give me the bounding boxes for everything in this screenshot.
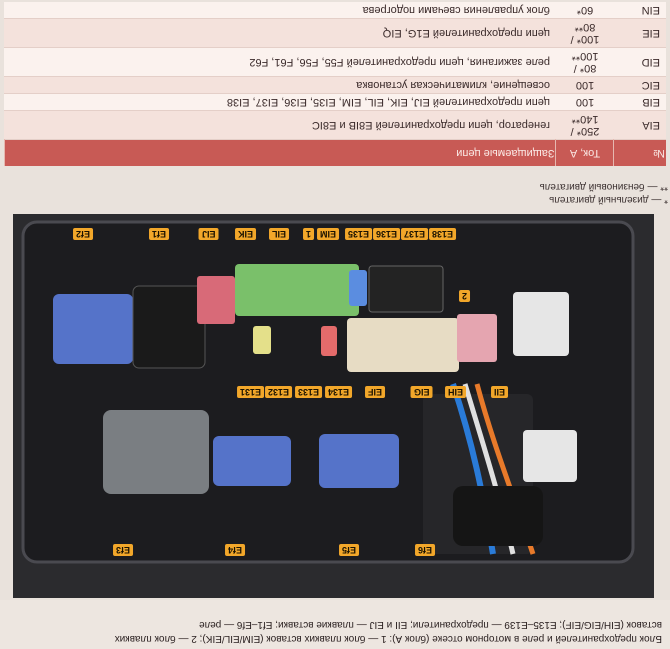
label-block-2: 2 bbox=[459, 290, 471, 302]
label-eif: EIF bbox=[365, 386, 386, 398]
table-row: EID 80* / 100** реле зажигания, цепи пре… bbox=[4, 47, 666, 77]
caption-line-1: Блок предохранителей и реле в моторном о… bbox=[114, 633, 662, 644]
cell-no: EIE bbox=[614, 18, 666, 48]
header-circuits: Защищаемые цепи bbox=[4, 139, 556, 166]
cell-circuit: реле зажигания, цепи предохранителей F55… bbox=[4, 47, 556, 77]
cell-circuit: цепи предохранителей E1G, EIQ bbox=[4, 18, 556, 48]
label-ef1: Ef1 bbox=[149, 228, 170, 240]
note-petrol: ** — бензиновый двигатель bbox=[539, 181, 668, 192]
note-diesel: * — дизельный двигатель bbox=[549, 194, 668, 205]
label-block-1: 1 bbox=[303, 228, 315, 240]
label-ef2: Ef2 bbox=[73, 228, 94, 240]
label-e132: E132 bbox=[265, 386, 293, 398]
cell-circuit: освещение, климатическая установка bbox=[4, 76, 556, 94]
label-ef5: Ef5 bbox=[339, 544, 360, 556]
label-ef3: Ef3 bbox=[113, 544, 134, 556]
label-e133: E133 bbox=[295, 386, 323, 398]
relay-ef5 bbox=[319, 434, 399, 488]
cell-circuit: цепи предохранителей EIJ, EIK, EIL, EIM,… bbox=[4, 93, 556, 111]
table-row: EIA 250* / 140** генератор, цепи предохр… bbox=[4, 110, 666, 140]
label-eil: EIL bbox=[269, 228, 290, 240]
label-ef6: Ef6 bbox=[415, 544, 436, 556]
label-e138: E138 bbox=[429, 228, 457, 240]
header-current: Ток, А bbox=[556, 139, 614, 166]
cell-current: 100 bbox=[556, 76, 614, 94]
label-ef4: Ef4 bbox=[225, 544, 246, 556]
label-eij: EIJ bbox=[199, 228, 219, 240]
fusible-link-block-1 bbox=[235, 264, 359, 316]
photo-caption: Блок предохранителей и реле в моторном о… bbox=[0, 600, 670, 649]
label-eii: EII bbox=[491, 386, 509, 398]
table-row: EIB 100 цепи предохранителей EIJ, EIK, E… bbox=[4, 93, 666, 111]
label-e134: E134 bbox=[325, 386, 353, 398]
table-row: EIC 100 освещение, климатическая установ… bbox=[4, 76, 666, 94]
cell-no: EIN bbox=[614, 2, 666, 19]
label-e135: E135 bbox=[345, 228, 373, 240]
label-eik: EIK bbox=[235, 228, 257, 240]
label-e136: E136 bbox=[373, 228, 401, 240]
label-e137: E137 bbox=[401, 228, 429, 240]
relay-ef4 bbox=[213, 436, 291, 486]
fuse-table: № Ток, А Защищаемые цепи EIA 250* / 140*… bbox=[4, 2, 666, 166]
cell-current: 60* bbox=[556, 2, 614, 19]
relay-ef1 bbox=[132, 285, 206, 369]
cell-no: EID bbox=[614, 47, 666, 77]
caption-line-2: вставок (EIH/EIG/EIF); E135–E139 — предо… bbox=[199, 619, 662, 630]
label-eim: EIM bbox=[317, 228, 340, 240]
cell-current: 250* / 140** bbox=[556, 110, 614, 140]
fuse-box-photo: Ef2 Ef1 EIJ EIK EIL 1 EIM E135 E136 E137… bbox=[13, 214, 654, 598]
cell-current: 100 bbox=[556, 93, 614, 111]
cell-current: 80* / 100** bbox=[556, 47, 614, 77]
label-e131: E131 bbox=[237, 386, 265, 398]
table-row: EIE 100* / 80** цепи предохранителей E1G… bbox=[4, 18, 666, 48]
relay-ef2 bbox=[53, 294, 133, 364]
cell-current: 100* / 80** bbox=[556, 18, 614, 48]
fusible-link-block-2 bbox=[347, 318, 459, 372]
cell-circuit: блок управления свечами подогрева bbox=[4, 2, 556, 19]
table-row: EIN 60* блок управления свечами подогрев… bbox=[4, 2, 666, 19]
fuse-eij bbox=[197, 276, 235, 324]
fuse-box-illustration bbox=[13, 214, 654, 598]
label-eig: EIG bbox=[411, 386, 433, 398]
cell-no: EIB bbox=[614, 93, 666, 111]
header-no: № bbox=[614, 139, 666, 166]
relay-ef3 bbox=[103, 410, 209, 494]
cell-no: EIC bbox=[614, 76, 666, 94]
cell-no: EIA bbox=[614, 110, 666, 140]
table-notes: * — дизельный двигатель ** — бензиновый … bbox=[410, 180, 668, 206]
cell-circuit: генератор, цепи предохранителей E8IB и E… bbox=[4, 110, 556, 140]
label-eih: EIH bbox=[445, 386, 467, 398]
